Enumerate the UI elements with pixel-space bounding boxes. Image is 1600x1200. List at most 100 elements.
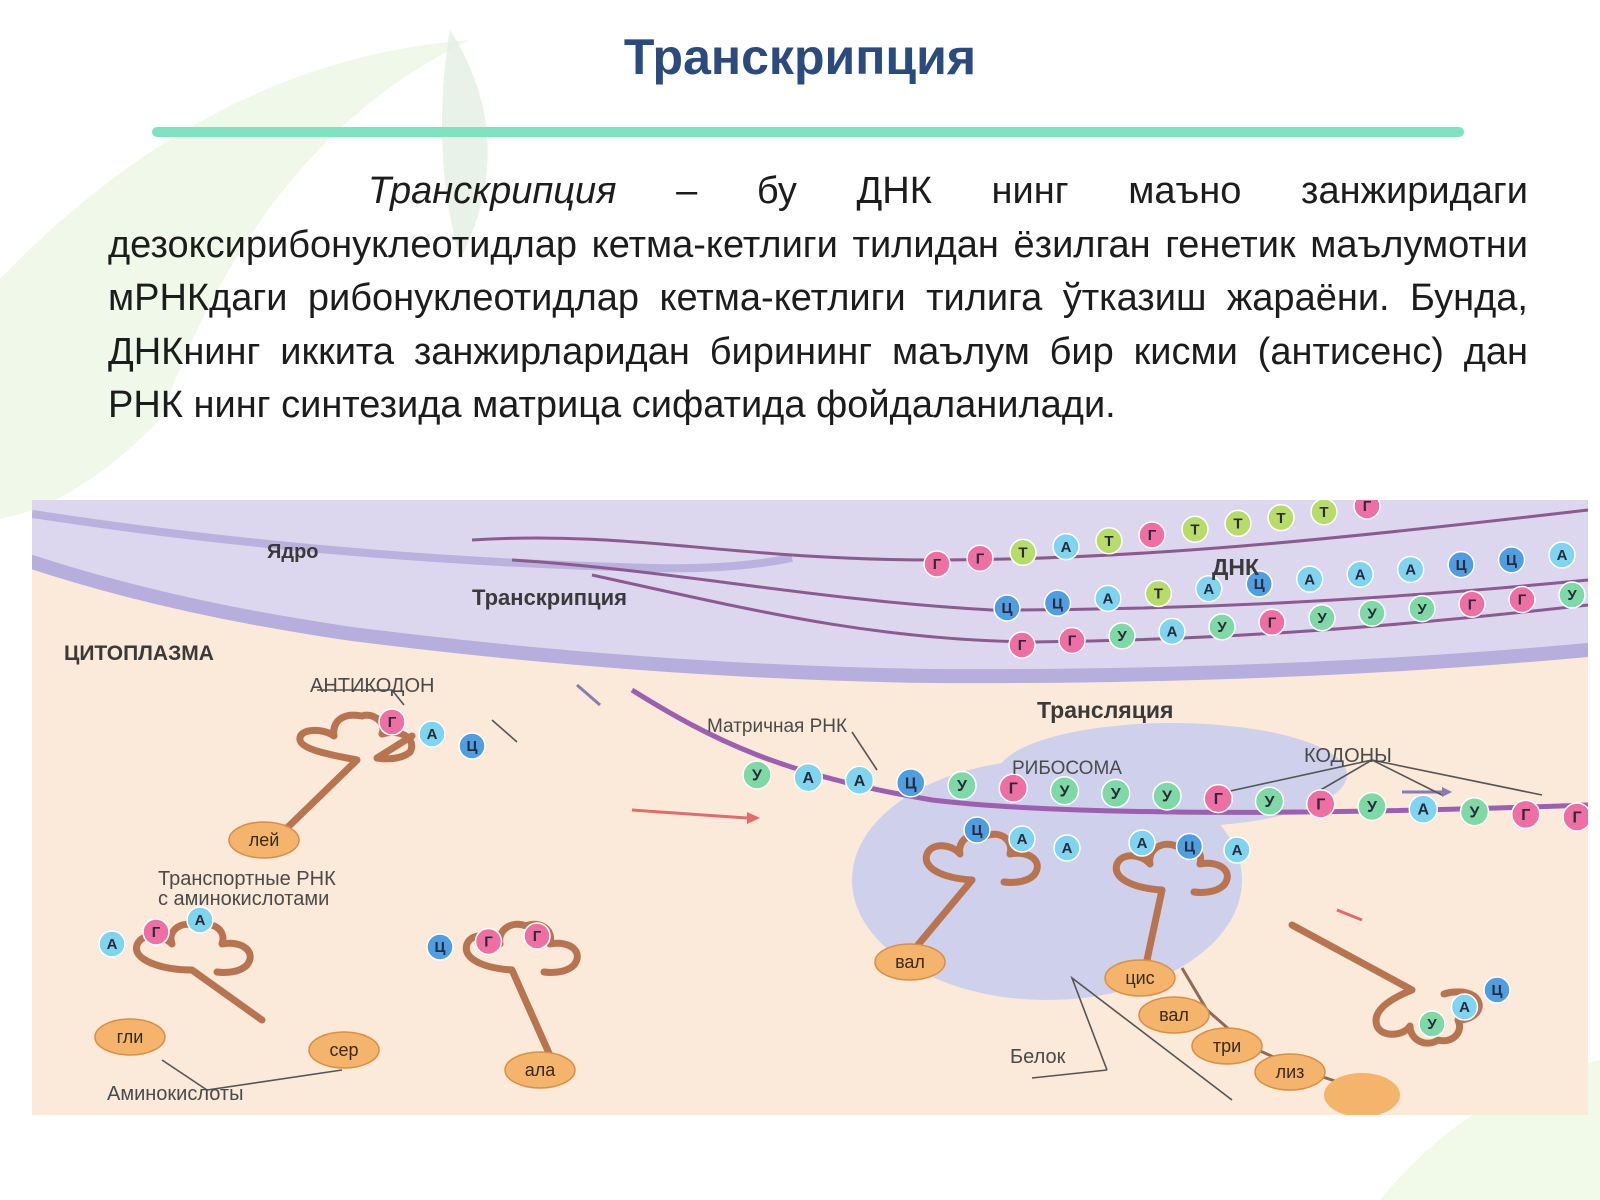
nucleotide-letter: У xyxy=(1367,605,1377,622)
nucleotide-letter: Ц xyxy=(1254,576,1265,593)
trna-base-bead: Ц xyxy=(426,933,454,961)
dna-strand-2-bead: А xyxy=(1548,541,1576,569)
amino-acid-lei: лей xyxy=(228,821,300,859)
nucleotide-letter: Г xyxy=(533,928,542,945)
movement-arrowhead xyxy=(747,812,760,824)
label-dna: ДНК xyxy=(1212,554,1260,580)
mrna-bead: У xyxy=(742,760,772,790)
nucleotide-letter: Г xyxy=(1572,810,1581,827)
nucleotide-letter: Г xyxy=(1214,791,1223,808)
dna-strand-2-bead: А xyxy=(1396,555,1425,584)
protein-tail-bead xyxy=(1324,1073,1400,1115)
nucleotide-letter: А xyxy=(802,770,814,787)
dna-strand-1-bead: Г xyxy=(1353,500,1381,520)
slide-title: Транскрипция xyxy=(623,29,977,85)
amino-acid-ser: сер xyxy=(308,1031,380,1069)
label-transcription: Транскрипция xyxy=(472,585,627,610)
nucleotide-letter: Г xyxy=(1009,781,1018,798)
nucleotide-letter: У xyxy=(1265,794,1276,811)
anticodon-bead: А xyxy=(418,720,446,748)
rna-nucleus-bead: Г xyxy=(1008,631,1036,659)
dna-strand-1-bead: Т xyxy=(1009,538,1037,567)
dna-strand-2-bead: А xyxy=(1346,560,1374,589)
nucleotide-letter: Г xyxy=(1518,592,1527,609)
nucleotide-letter: А xyxy=(107,936,118,953)
nucleotide-letter: А xyxy=(1137,835,1148,852)
codon-arrowhead xyxy=(1442,787,1452,797)
rna-nucleus-bead: У xyxy=(1308,603,1336,632)
dna-strand-2-bead: Ц xyxy=(1447,550,1475,579)
mrna-bead: У xyxy=(1049,776,1080,806)
nuclear-envelope-line xyxy=(32,510,793,573)
dna-strand-1-bead: Г xyxy=(966,544,994,572)
amino-acid-label: лиз xyxy=(1276,1062,1305,1082)
nucleotide-letter: Ц xyxy=(1456,557,1467,574)
nucleotide-letter: А xyxy=(1304,571,1315,588)
nucleotide-letter: Т xyxy=(1233,516,1242,533)
amino-acid-label: вал xyxy=(895,952,925,972)
mrna-bead: У xyxy=(1459,797,1490,827)
nucleotide-letter: Г xyxy=(1468,596,1477,613)
nucleus-region xyxy=(32,500,1588,676)
nucleotide-letter: Г xyxy=(152,924,161,941)
mrna-bead: Ц xyxy=(896,768,926,798)
dna-backbone-1 xyxy=(471,508,1588,562)
trna-base-bead: Г xyxy=(523,922,551,950)
nucleotide-letter: Г xyxy=(388,714,397,731)
definition-text: – бу ДНК нинг маъно занжиридаги дезоксир… xyxy=(108,170,1528,426)
label-cytoplasm: ЦИТОПЛАЗМА xyxy=(64,642,214,665)
mrna-bead: Г xyxy=(1203,783,1233,814)
protein-amino-acid: три xyxy=(1191,1027,1263,1065)
dna-strand-1-bead: Т xyxy=(1095,527,1123,555)
protein-amino-acid: вал xyxy=(1138,996,1210,1034)
trna-base-bead: А xyxy=(98,930,126,958)
nucleotide-letter: Ц xyxy=(1052,595,1063,612)
ribosome-anticodon-bead: Ц xyxy=(963,816,991,844)
dna-strand-1-bead: Т xyxy=(1181,515,1209,543)
rna-nucleus-bead: У xyxy=(1358,599,1386,627)
rna-nucleus-bead: Г xyxy=(1058,626,1086,655)
nucleotide-letter: Т xyxy=(1276,510,1285,527)
nucleotide-letter: Т xyxy=(1018,545,1027,562)
amino-acid-label: гли xyxy=(117,1027,144,1047)
dna-strand-2-bead: А xyxy=(1094,584,1122,613)
nucleotide-letter: У xyxy=(1427,1016,1437,1033)
label-anticodon: АНТИКОДОН xyxy=(310,675,434,697)
rna-nucleus-bead: Г xyxy=(1508,585,1536,614)
nucleotide-letter: У xyxy=(1217,619,1227,636)
dna-strand-1-bead: Г xyxy=(1138,521,1166,549)
amino-acid-label: цис xyxy=(1125,968,1154,988)
nucleotide-letter: Г xyxy=(1018,637,1027,654)
dna-strand-2-bead: Ц xyxy=(1497,546,1526,574)
nucleotide-letter: Ц xyxy=(435,939,446,956)
label-translation: Трансляция xyxy=(1037,697,1173,723)
protein-amino-acid: цис xyxy=(1104,959,1176,997)
dna-strand-2-bead: А xyxy=(1295,565,1324,593)
dna-strand-2-bead: Ц xyxy=(1043,589,1072,617)
nucleotide-letter: Т xyxy=(1319,504,1328,521)
definition-term: Транскрипция xyxy=(368,170,617,212)
nucleotide-letter: А xyxy=(1203,581,1214,598)
mrna-bead: У xyxy=(1101,778,1131,809)
mrna-bead: У xyxy=(1152,781,1182,811)
leader-lines xyxy=(161,689,1543,1101)
trna-base-bead: А xyxy=(186,906,214,934)
nucleotide-letter: А xyxy=(1459,999,1470,1016)
label-trna-line2: с аминокислотами xyxy=(158,888,329,910)
ribosome-anticodon-bead: А xyxy=(1008,825,1036,853)
rna-nucleus-bead: Г xyxy=(1258,608,1286,637)
nucleotide-letter: Ц xyxy=(905,775,917,792)
rna-nucleus-bead: У xyxy=(1408,594,1436,623)
trna-base-bead: Г xyxy=(142,918,170,946)
movement-arrow xyxy=(631,808,748,820)
nucleotide-letter: Г xyxy=(976,550,985,567)
nucleotide-letter: Г xyxy=(1363,500,1372,515)
nucleotide-letter: У xyxy=(1567,587,1577,604)
amino-acid-label: лей xyxy=(249,830,280,850)
trna-top xyxy=(283,711,416,832)
amino-acid-val-ribosome: вал xyxy=(874,943,946,981)
amino-acid-label: ала xyxy=(525,1060,557,1080)
nucleotide-letter: У xyxy=(1117,628,1127,645)
